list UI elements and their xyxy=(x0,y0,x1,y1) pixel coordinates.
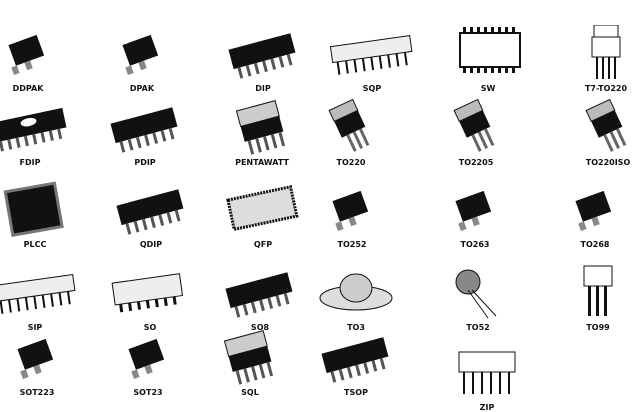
package-label: TO220 xyxy=(336,158,366,167)
package-so8 xyxy=(210,264,310,322)
package-to268 xyxy=(545,181,640,239)
package-to252 xyxy=(302,181,402,239)
package-label: SQL xyxy=(241,388,259,397)
sip-icon xyxy=(329,35,413,75)
package-label: QFP xyxy=(253,240,273,249)
so-light-icon xyxy=(111,273,184,313)
quad-light-icon xyxy=(226,184,299,232)
package-t7-to220 xyxy=(556,25,640,83)
package-plcc xyxy=(0,181,85,239)
tab-smd-icon xyxy=(575,190,612,231)
power-tab-icon xyxy=(223,330,274,385)
to220-icon xyxy=(328,99,370,152)
package-to220 xyxy=(301,99,401,157)
can-square-icon xyxy=(583,265,613,316)
package-label: TO2205 xyxy=(458,158,494,167)
tab-smd-icon xyxy=(332,190,369,231)
dip-icon xyxy=(225,272,293,318)
package-label: FDIP xyxy=(19,158,41,167)
quad-icon xyxy=(3,181,64,237)
package-label: TO263 xyxy=(460,240,490,249)
soic-outline-icon xyxy=(459,27,521,73)
package-label: SQP xyxy=(362,84,382,93)
package-tsop xyxy=(306,329,406,387)
package-to3 xyxy=(306,264,406,322)
to220-outline-icon xyxy=(591,25,621,79)
sip-outline-icon xyxy=(458,351,516,394)
package-so xyxy=(100,264,200,322)
package-label: T7-TO220 xyxy=(584,84,628,93)
can-icon xyxy=(455,269,497,319)
tab-smd-icon xyxy=(122,34,159,75)
package-qdip xyxy=(101,181,201,239)
tab-smd-icon xyxy=(128,338,165,379)
package-label: TO3 xyxy=(347,323,365,332)
dip-icon xyxy=(321,337,389,383)
package-label: SO8 xyxy=(250,323,270,332)
package-zip xyxy=(437,344,537,402)
package-ddpak xyxy=(0,25,78,83)
package-qfp xyxy=(213,181,313,239)
package-sw xyxy=(438,25,538,83)
package-to263 xyxy=(425,181,525,239)
package-sqp xyxy=(322,25,422,83)
package-pentawatt xyxy=(212,99,312,157)
tab-smd-icon xyxy=(17,338,54,379)
package-label: PENTAWATT xyxy=(235,158,289,167)
package-pdip xyxy=(95,99,195,157)
tab-smd-icon xyxy=(8,34,45,75)
package-fdip xyxy=(0,99,80,157)
package-label: PLCC xyxy=(23,240,47,249)
package-to52 xyxy=(428,264,528,322)
package-label: TO268 xyxy=(580,240,610,249)
package-label: DIP xyxy=(255,84,271,93)
package-label: PDIP xyxy=(134,158,156,167)
package-sot23 xyxy=(98,329,198,387)
package-label: TO52 xyxy=(466,323,490,332)
dip-window-icon xyxy=(0,107,67,152)
package-label: TO220ISO xyxy=(585,158,631,167)
to220-icon xyxy=(585,99,627,152)
package-label: DDPAK xyxy=(12,84,44,93)
package-to99 xyxy=(548,264,640,322)
package-label: SO xyxy=(143,323,157,332)
package-sot223 xyxy=(0,329,87,387)
dip-icon xyxy=(110,107,178,153)
power-tab-icon xyxy=(235,100,286,155)
dip-icon xyxy=(116,189,184,235)
sip-icon xyxy=(0,274,76,314)
dip-icon xyxy=(228,33,296,79)
package-label: SOT23 xyxy=(133,388,163,397)
package-to220iso xyxy=(558,99,640,157)
package-dip xyxy=(213,25,313,83)
package-sql xyxy=(200,329,300,387)
tab-smd-icon xyxy=(455,190,492,231)
package-label: DPAK xyxy=(129,84,155,93)
can-flange-icon xyxy=(319,273,393,311)
package-label: SOT223 xyxy=(19,388,55,397)
package-label: ZIP xyxy=(479,403,495,412)
package-label: SW xyxy=(480,84,496,93)
package-to2205 xyxy=(426,99,526,157)
package-label: TSOP xyxy=(344,388,368,397)
package-label: QDIP xyxy=(139,240,163,249)
package-label: TO99 xyxy=(586,323,610,332)
package-label: SIP xyxy=(27,323,43,332)
package-dpak xyxy=(92,25,192,83)
to220-icon xyxy=(453,99,495,152)
package-sip xyxy=(0,264,85,322)
package-label: TO252 xyxy=(337,240,367,249)
